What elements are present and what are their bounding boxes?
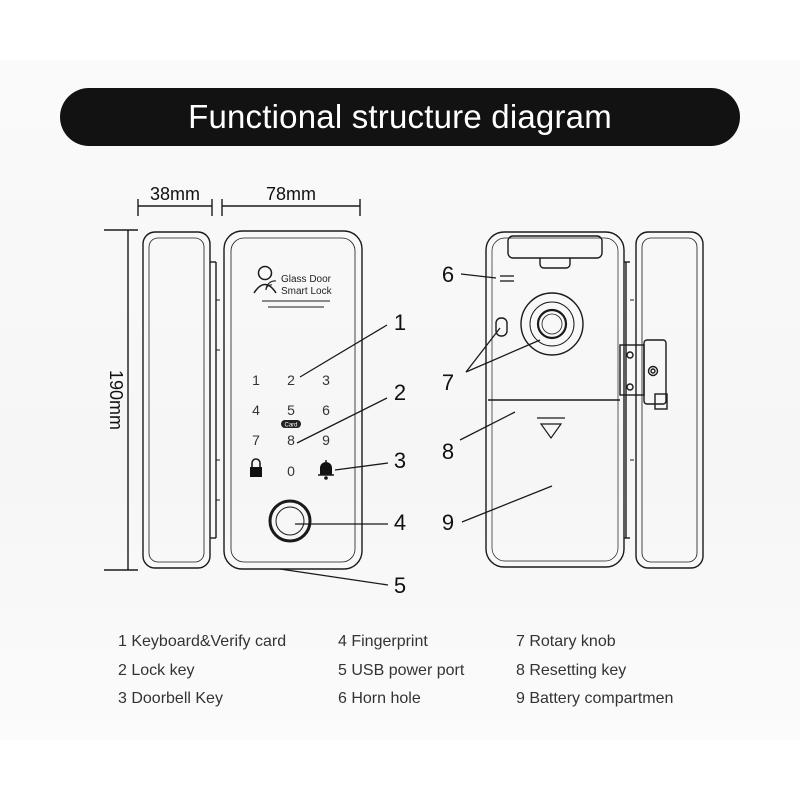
callout-lines <box>279 273 553 586</box>
dimension-depth-label: 38mm <box>150 184 200 204</box>
title-banner: Functional structure diagram <box>60 88 740 146</box>
keypad-key-0: 0 <box>287 463 295 479</box>
callout-1: 1 <box>394 310 406 335</box>
dimension-height-label: 190mm <box>106 370 126 430</box>
callout-4: 4 <box>394 510 406 535</box>
legend-item-3: 3 Doorbell Key <box>118 690 223 707</box>
lock-front-body <box>223 230 363 570</box>
keypad-key-8: 8 <box>287 432 295 448</box>
keypad-key-9: 9 <box>322 432 330 448</box>
side-block-back <box>624 231 704 569</box>
page-title: Functional structure diagram <box>188 98 612 135</box>
reset-key-icon <box>537 417 565 440</box>
legend-item-6: 6 Horn hole <box>338 690 421 707</box>
side-block-front <box>142 231 220 569</box>
legend-item-2: 2 Lock key <box>118 662 195 679</box>
legend-item-7: 7 Rotary knob <box>516 633 616 650</box>
callout-5: 5 <box>394 573 406 598</box>
doorbell-icon <box>318 460 334 480</box>
callout-9: 9 <box>442 510 454 535</box>
keypad-key-6: 6 <box>322 402 330 418</box>
device-label-line1: Glass Door <box>281 274 332 285</box>
callout-3: 3 <box>394 448 406 473</box>
keypad-key-2: 2 <box>287 372 295 388</box>
horn-hole <box>500 275 514 282</box>
fingerprint-sensor <box>268 499 312 543</box>
dimension-width <box>221 199 361 216</box>
dimension-depth <box>137 199 213 216</box>
hinge-bracket <box>619 339 668 410</box>
keypad-key-5: 5 <box>287 402 295 418</box>
lock-key-icon <box>250 458 262 477</box>
legend-item-1: 1 Keyboard&Verify card <box>118 633 287 650</box>
keypad-key-1: 1 <box>252 372 260 388</box>
rotary-knob-button <box>495 317 508 337</box>
legend-item-8: 8 Resetting key <box>516 662 627 679</box>
callout-2: 2 <box>394 380 406 405</box>
callout-8: 8 <box>442 439 454 464</box>
dimension-width-label: 78mm <box>266 184 316 204</box>
legend-item-5: 5 USB power port <box>338 662 465 679</box>
legend-item-4: 4 Fingerprint <box>338 633 428 650</box>
card-badge-label: Card <box>284 423 297 429</box>
rotary-knob <box>520 292 584 356</box>
keypad-key-3: 3 <box>322 372 330 388</box>
callout-6: 6 <box>442 262 454 287</box>
callout-7: 7 <box>442 370 454 395</box>
dimension-height <box>104 229 138 571</box>
keypad-key-7: 7 <box>252 432 260 448</box>
lock-back-body <box>485 231 625 568</box>
legend-item-9: 9 Battery compartmen <box>516 690 674 707</box>
keypad-key-4: 4 <box>252 402 260 418</box>
card-badge <box>281 420 301 428</box>
user-icon <box>253 265 277 294</box>
device-label-line2: Smart Lock <box>281 286 333 297</box>
